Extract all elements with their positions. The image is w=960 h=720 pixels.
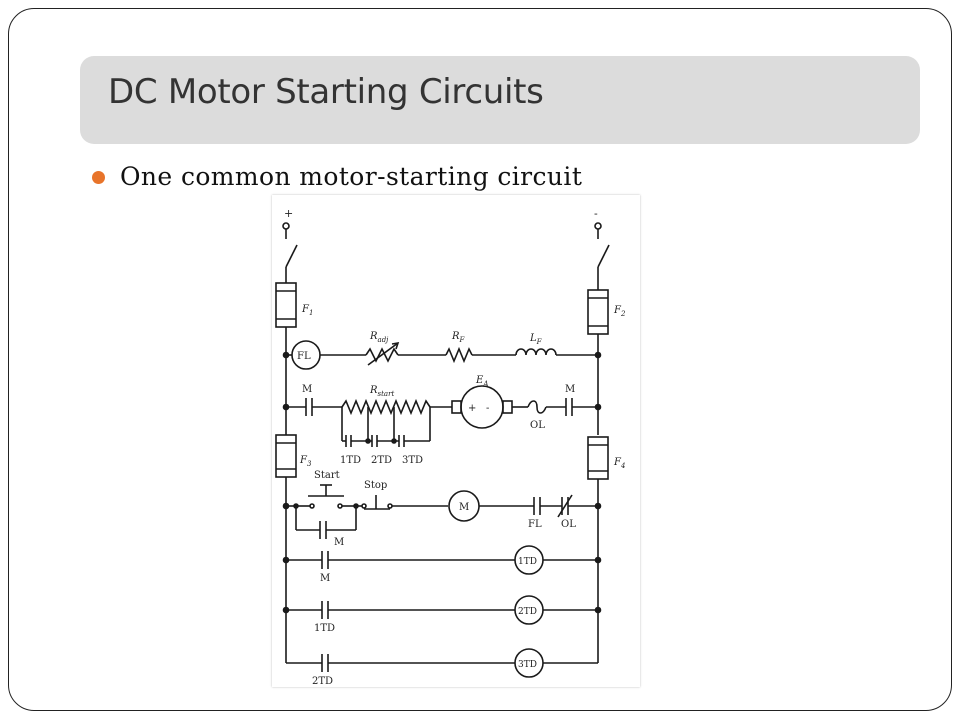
- control-rung-3: 1TD 2TD: [282, 595, 602, 634]
- svg-text:-: -: [594, 207, 598, 220]
- svg-text:2TD: 2TD: [312, 676, 333, 687]
- svg-text:OL: OL: [561, 519, 576, 530]
- fuse-f4: F4: [587, 436, 625, 480]
- svg-text:M: M: [459, 502, 469, 513]
- svg-text:M: M: [302, 384, 312, 395]
- svg-text:1TD: 1TD: [518, 557, 537, 567]
- svg-text:Stop: Stop: [364, 480, 387, 491]
- fuse-f1: F1: [275, 282, 313, 328]
- svg-text:M: M: [565, 384, 575, 395]
- svg-text:2TD: 2TD: [371, 455, 392, 466]
- bullet-text: One common motor-starting circuit: [120, 162, 583, 191]
- svg-text:3TD: 3TD: [402, 455, 423, 466]
- positive-terminal: +: [282, 207, 298, 283]
- svg-text:RF: RF: [451, 331, 466, 344]
- circuit-diagram: + - F1 F2 FL Radj R: [272, 195, 640, 687]
- svg-text:Rstart: Rstart: [369, 385, 394, 398]
- svg-text:OL: OL: [530, 420, 545, 431]
- svg-text:FL: FL: [297, 351, 311, 362]
- svg-text:3TD: 3TD: [518, 660, 537, 670]
- svg-text:EA: EA: [475, 375, 488, 388]
- svg-text:1TD: 1TD: [340, 455, 361, 466]
- control-rung-2: M 1TD: [282, 545, 602, 584]
- svg-text:F2: F2: [613, 305, 626, 318]
- svg-text:+: +: [284, 207, 293, 220]
- svg-text:Start: Start: [314, 470, 340, 481]
- svg-text:FL: FL: [528, 519, 542, 530]
- svg-text:+: +: [468, 403, 476, 414]
- svg-text:1TD: 1TD: [314, 623, 335, 634]
- negative-terminal: -: [594, 207, 610, 290]
- svg-text:LF: LF: [529, 333, 543, 346]
- svg-text:M: M: [334, 537, 344, 548]
- fuse-f2: F2: [587, 289, 626, 335]
- svg-text:M: M: [320, 573, 330, 584]
- armature-branch: M Rstart + - EA OL M: [282, 375, 602, 466]
- shunt-field-branch: FL Radj RF LF: [282, 331, 602, 370]
- svg-text:F3: F3: [299, 455, 312, 468]
- bullet-dot-icon: [92, 171, 105, 184]
- control-rung-1: Start M Stop M FL OL: [282, 470, 602, 548]
- svg-text:-: -: [486, 403, 489, 414]
- control-rung-4: 2TD 3TD: [286, 648, 598, 687]
- title-bar: DC Motor Starting Circuits: [80, 56, 920, 144]
- svg-text:Radj: Radj: [369, 331, 389, 344]
- fuse-f3: F3: [275, 434, 312, 478]
- slide-title: DC Motor Starting Circuits: [108, 72, 544, 112]
- svg-text:F1: F1: [301, 304, 313, 317]
- svg-text:2TD: 2TD: [518, 607, 537, 617]
- svg-text:F4: F4: [613, 457, 625, 470]
